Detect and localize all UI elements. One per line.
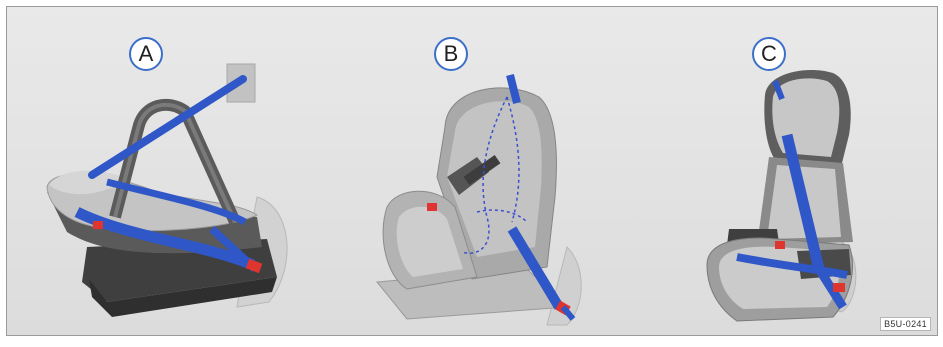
- figure-code: B5U-0241: [880, 317, 931, 331]
- label-b: B: [434, 37, 468, 71]
- illustration-panel: A B C B5U-0241: [6, 6, 938, 336]
- label-c: C: [752, 37, 786, 71]
- label-a: A: [129, 37, 163, 71]
